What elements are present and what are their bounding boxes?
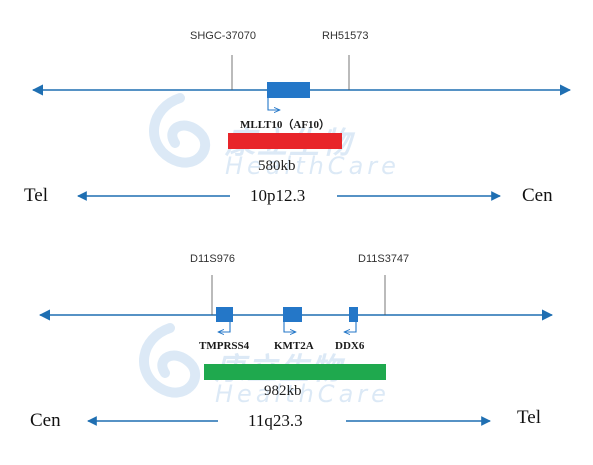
end-label-left-top: Tel (24, 185, 48, 206)
gene-box-kmt2a (283, 307, 302, 322)
end-label-right-top: Cen (522, 185, 553, 206)
watermark-english-bottom: HealthCare (215, 380, 390, 408)
probe-size-bottom: 982kb (264, 383, 302, 399)
marker-label-d11s976: D11S976 (190, 253, 236, 265)
gene-direction-ddx6 (344, 322, 357, 332)
gene-direction-tmprss4 (218, 322, 231, 332)
gene-direction-kmt2a (283, 322, 296, 332)
marker-label-d11s3747: D11S3747 (358, 253, 410, 265)
gene-box-mllt10 (267, 82, 310, 98)
band-label-top: 10p12.3 (250, 186, 306, 205)
probe-bar-bottom (204, 364, 386, 380)
probe-size-top: 580kb (258, 158, 296, 174)
gene-label-mllt10: MLLT10（AF10） (240, 119, 331, 131)
gene-direction-mllt10 (267, 98, 280, 110)
gene-label-kmt2a: KMT2A (274, 340, 314, 352)
marker-label-shgc: SHGC-37070 (190, 30, 257, 42)
gene-label-ddx6: DDX6 (335, 340, 365, 352)
marker-label-rh: RH51573 (322, 30, 369, 42)
end-label-right-bottom: Tel (517, 407, 541, 428)
watermark-english-top: HealthCare (225, 152, 400, 180)
probe-bar-top (228, 133, 342, 149)
end-label-left-bottom: Cen (30, 410, 61, 431)
gene-box-tmprss4 (216, 307, 233, 322)
gene-box-ddx6 (349, 307, 358, 322)
gene-label-tmprss4: TMPRSS4 (199, 340, 250, 352)
band-label-bottom: 11q23.3 (248, 411, 303, 430)
